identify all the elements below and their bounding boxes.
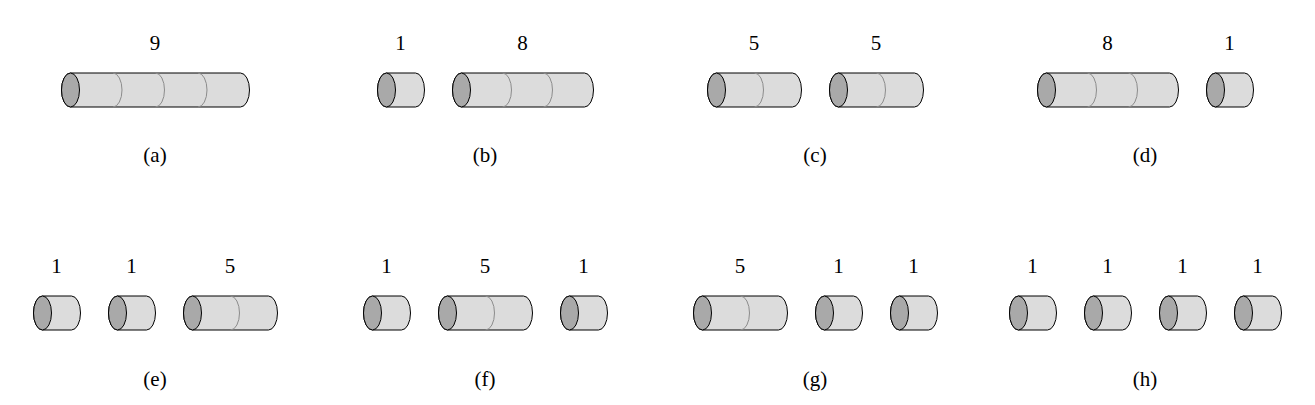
rod-piece: 1 (363, 254, 410, 332)
piece-price: 1 (363, 254, 410, 278)
piece-price: 1 (560, 254, 607, 278)
rod-cylinder (1234, 295, 1283, 331)
rod-cylinder (61, 72, 251, 108)
panel-caption: (e) (143, 367, 166, 391)
panel-caption: (b) (473, 143, 498, 167)
rod-piece: 1 (890, 254, 937, 332)
rod-piece: 5 (693, 254, 787, 332)
panel-caption: (f) (475, 367, 496, 391)
piece-price: 5 (707, 31, 801, 55)
panel-caption: (h) (1133, 367, 1158, 391)
rod-piece: 1 (1206, 31, 1253, 109)
piece-price: 8 (1037, 31, 1178, 55)
rod-piece: 1 (560, 254, 607, 332)
rod-cylinder (815, 295, 864, 331)
piece-price: 8 (452, 31, 593, 55)
rod-piece: 9 (61, 31, 249, 109)
rod-cylinder (890, 295, 939, 331)
panel-caption: (g) (803, 367, 828, 391)
rod-piece: 1 (1159, 254, 1206, 332)
rod-cylinder (693, 295, 789, 331)
rod-cylinder (1084, 295, 1133, 331)
piece-price: 1 (1234, 254, 1281, 278)
rod-cylinder (829, 72, 925, 108)
rod-piece: 1 (1234, 254, 1281, 332)
rod-piece: 1 (33, 254, 80, 332)
rod-cylinder (560, 295, 609, 331)
rod-cylinder (183, 295, 279, 331)
piece-price: 5 (183, 254, 277, 278)
rod-piece: 1 (377, 31, 424, 109)
rod-cylinder (33, 295, 82, 331)
piece-price: 1 (890, 254, 937, 278)
panel-caption: (c) (803, 143, 826, 167)
piece-price: 1 (33, 254, 80, 278)
rod-piece: 5 (707, 31, 801, 109)
panel-caption: (a) (143, 143, 166, 167)
rod-piece: 5 (183, 254, 277, 332)
rod-cylinder (1009, 295, 1058, 331)
rod-piece: 8 (452, 31, 593, 109)
rod-cylinder (108, 295, 157, 331)
piece-price: 1 (108, 254, 155, 278)
piece-price: 1 (1159, 254, 1206, 278)
rod-piece: 1 (815, 254, 862, 332)
piece-price: 1 (1084, 254, 1131, 278)
panel-caption: (d) (1133, 143, 1158, 167)
piece-price: 1 (1009, 254, 1056, 278)
piece-price: 1 (1206, 31, 1253, 55)
piece-price: 5 (829, 31, 923, 55)
rod-cylinder (452, 72, 595, 108)
rod-piece: 8 (1037, 31, 1178, 109)
piece-price: 9 (61, 31, 249, 55)
rod-cylinder (363, 295, 412, 331)
rod-piece: 5 (438, 254, 532, 332)
rod-cylinder (438, 295, 534, 331)
piece-price: 5 (438, 254, 532, 278)
rod-cylinder (377, 72, 426, 108)
rod-cylinder (707, 72, 803, 108)
rod-cylinder (1159, 295, 1208, 331)
rod-cylinder (1037, 72, 1180, 108)
rod-piece: 1 (108, 254, 155, 332)
rod-piece: 5 (829, 31, 923, 109)
piece-price: 1 (815, 254, 862, 278)
rod-piece: 1 (1009, 254, 1056, 332)
piece-price: 1 (377, 31, 424, 55)
rod-piece: 1 (1084, 254, 1131, 332)
piece-price: 5 (693, 254, 787, 278)
rod-cylinder (1206, 72, 1255, 108)
